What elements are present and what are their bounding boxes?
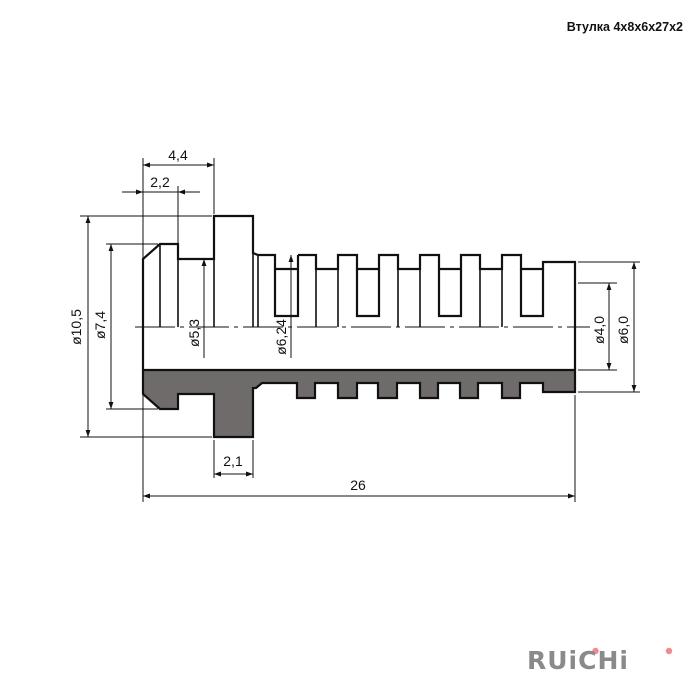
dim-dia-4-0: ø4,0 — [591, 316, 607, 344]
dim-dia-5-3: ø5,3 — [186, 319, 202, 347]
dimension-lines — [85, 162, 637, 499]
dim-dia-7-4: ø7,4 — [92, 311, 108, 339]
part-title: Втулка 4x8x6x27x2 — [566, 20, 683, 34]
upper-view-outline — [141, 214, 577, 370]
dim-4-4: 4,4 — [168, 147, 188, 163]
dim-26: 26 — [350, 477, 366, 493]
logo-dot-2 — [665, 647, 673, 655]
extension-lines — [80, 158, 640, 502]
dim-dia-6-24: ø6,24 — [273, 319, 289, 355]
logo-dot-1 — [592, 647, 599, 655]
section-fill — [141, 368, 577, 439]
dim-2-2: 2,2 — [150, 174, 170, 190]
dim-dia-6-0: ø6,0 — [615, 316, 631, 344]
dim-dia-10-5: ø10,5 — [68, 309, 84, 345]
brand-logo: RUiCHi — [527, 646, 629, 675]
dim-2-1: 2,1 — [223, 453, 243, 469]
